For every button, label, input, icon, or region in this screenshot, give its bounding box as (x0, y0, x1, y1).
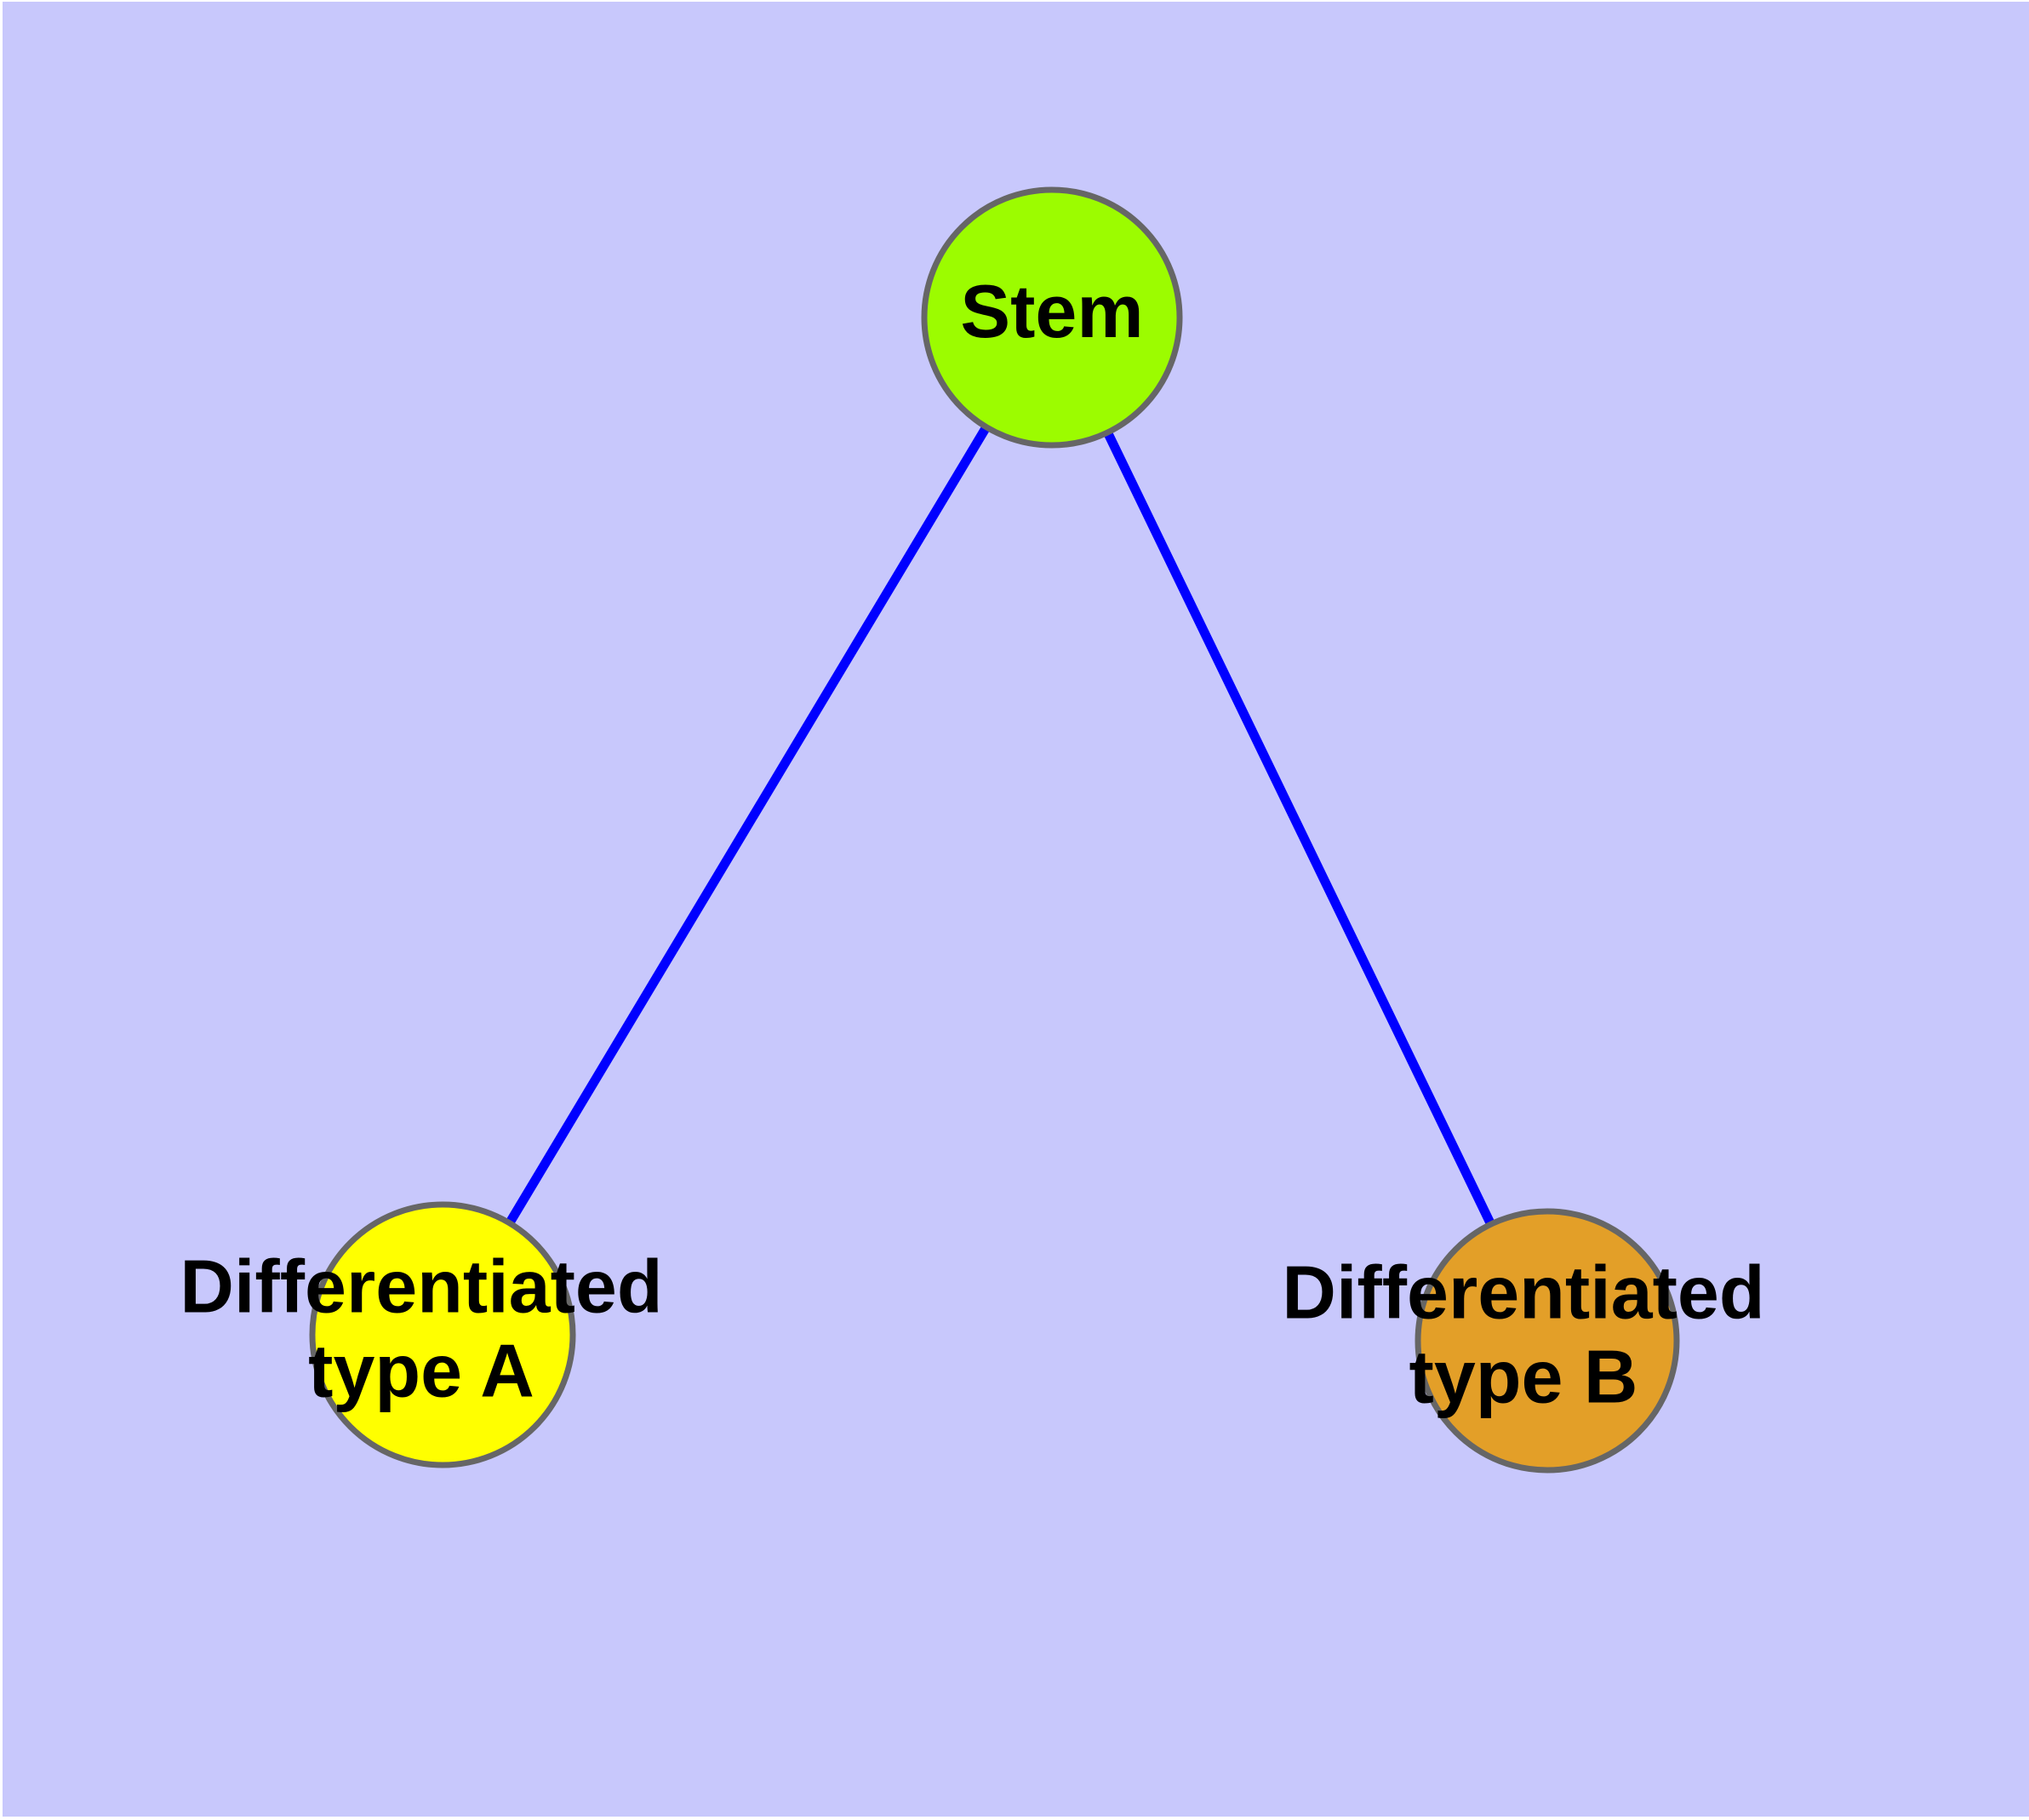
node-label-line: Stem (960, 269, 1143, 353)
edge-stem-to-diff-a (438, 315, 1056, 1337)
edge-layer (438, 315, 1552, 1343)
node-layer (309, 186, 1680, 1474)
node-label-line: Differentiated (1282, 1251, 1764, 1335)
node-label-line: Differentiated (180, 1245, 662, 1329)
node-label-line: type B (1409, 1335, 1638, 1419)
node-label-line: type A (308, 1329, 534, 1413)
node-diff-a[interactable] (309, 1201, 576, 1468)
node-diff-b[interactable] (1415, 1208, 1680, 1474)
edge-stem-to-diff-b (1048, 315, 1552, 1343)
node-label-stem: Stem (960, 269, 1143, 353)
node-stem[interactable] (921, 186, 1183, 449)
